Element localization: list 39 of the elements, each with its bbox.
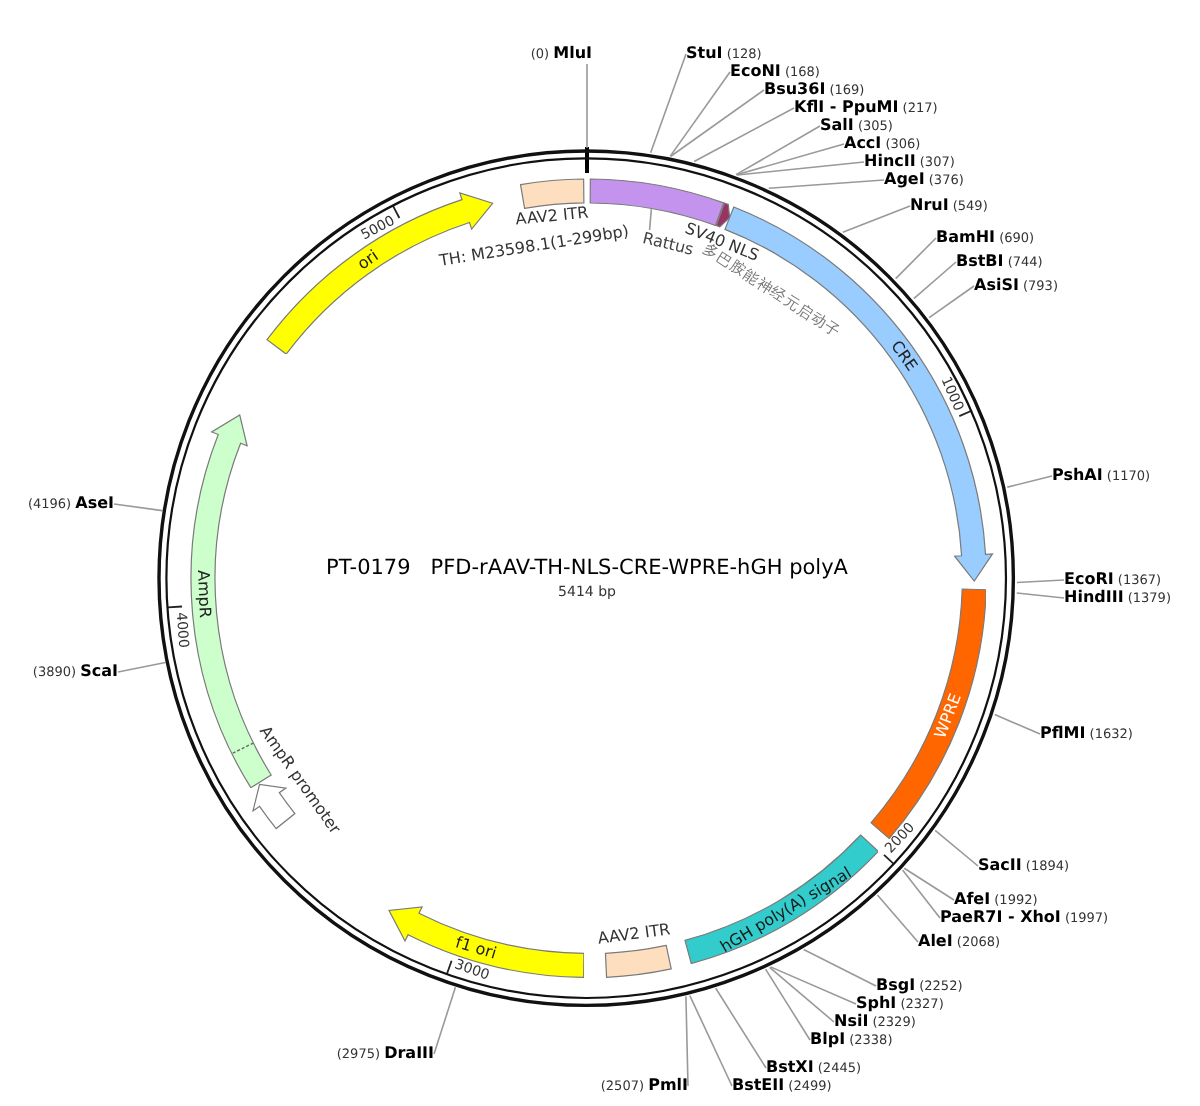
leader-line (735, 125, 821, 176)
leader-line (689, 994, 733, 1087)
feature-label: AAV2 ITR (596, 920, 672, 948)
leader-line (670, 89, 765, 158)
leader-line (764, 968, 811, 1041)
feature-bar (683, 833, 879, 965)
leader-line (685, 995, 689, 1087)
pointed-feature-bar (387, 905, 585, 978)
leader-line (735, 143, 845, 176)
leader-line (693, 107, 795, 163)
leader-line (433, 986, 457, 1055)
leader-line (586, 63, 588, 149)
feature-label: ori (354, 245, 382, 273)
leader-line (767, 179, 885, 190)
leader-line (842, 205, 911, 234)
leader-line (769, 966, 857, 1005)
leader-line (913, 261, 957, 300)
leader-line (894, 237, 937, 280)
leader-line (1015, 592, 1065, 599)
leader-line (714, 987, 767, 1069)
leader-line (1016, 579, 1065, 584)
leader-line (736, 161, 865, 176)
feature-label: AmpR (194, 570, 215, 619)
leader-line (993, 713, 1041, 735)
leader-line (1006, 475, 1053, 488)
leader-line (876, 894, 919, 943)
leader-line (903, 867, 955, 901)
leader-line (649, 53, 687, 154)
leader-line (117, 661, 167, 673)
leader-line (768, 966, 835, 1023)
leader-line (113, 503, 164, 512)
leader-line (802, 948, 877, 987)
leader-line (934, 829, 979, 867)
leader-line (928, 285, 975, 319)
feature-label: AAV2 ITR (514, 203, 589, 229)
map-title: PT-0179 PFD-rAAV-TH-NLS-CRE-WPRE-hGH polyA (326, 556, 848, 580)
feature-bar (595, 919, 673, 978)
leader-line (669, 71, 731, 157)
leader-line (901, 869, 941, 919)
